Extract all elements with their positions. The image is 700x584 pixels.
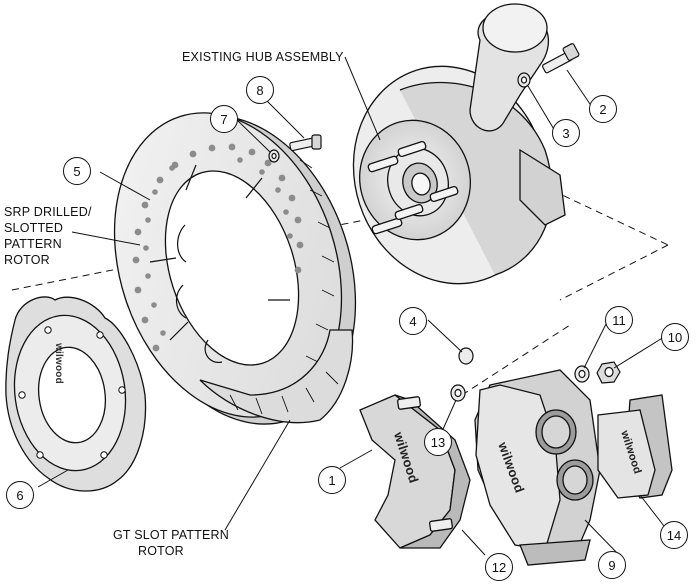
rotor-slots <box>149 164 290 341</box>
callout-10: 10 <box>661 323 689 351</box>
callout-11: 11 <box>605 306 633 334</box>
callout-5: 5 <box>63 157 91 185</box>
hat-logo-text: wilwood <box>52 343 64 384</box>
part-9-caliper <box>474 369 601 566</box>
rotor-drill-holes <box>132 143 304 352</box>
label-gt-rotor-line1: GT SLOT PATTERN <box>113 528 229 542</box>
part-6-rotor-hat <box>5 296 147 492</box>
part-7-washer <box>268 149 280 163</box>
callout-8: 8 <box>246 76 274 104</box>
callout-1: 1 <box>318 466 346 494</box>
callout-9: 9 <box>598 551 626 579</box>
callout-7: 7 <box>210 105 238 133</box>
leader-lines <box>37 56 665 557</box>
callout-6: 6 <box>6 481 34 509</box>
label-srp-rotor-line1: SRP DRILLED/ <box>4 205 92 219</box>
callout-3: 3 <box>552 119 580 147</box>
part-2-bolt <box>541 43 580 74</box>
callout-13: 13 <box>424 428 452 456</box>
part-11-washer <box>574 365 590 383</box>
gt-slot-rotor-face <box>176 224 354 424</box>
callout-14: 14 <box>660 521 688 549</box>
existing-hub-assembly <box>352 3 566 285</box>
part-14-brake-pads <box>597 394 673 499</box>
callout-2: 2 <box>589 95 617 123</box>
part-10-nut <box>596 361 621 384</box>
callout-4: 4 <box>399 307 427 335</box>
part-4-shim <box>458 347 474 365</box>
label-srp-rotor-line3: PATTERN <box>4 237 62 251</box>
label-gt-rotor-line2: ROTOR <box>138 544 184 558</box>
label-existing-hub-assembly: EXISTING HUB ASSEMBLY <box>182 50 344 64</box>
label-srp-rotor-line2: SLOTTED <box>4 221 64 235</box>
callout-12: 12 <box>485 553 513 581</box>
part-3-washer <box>517 72 531 88</box>
label-srp-rotor-line4: ROTOR <box>4 253 50 267</box>
part-5-srp-rotor <box>113 112 357 425</box>
part-8-bolt <box>289 134 322 152</box>
part-13-washer <box>450 384 466 402</box>
